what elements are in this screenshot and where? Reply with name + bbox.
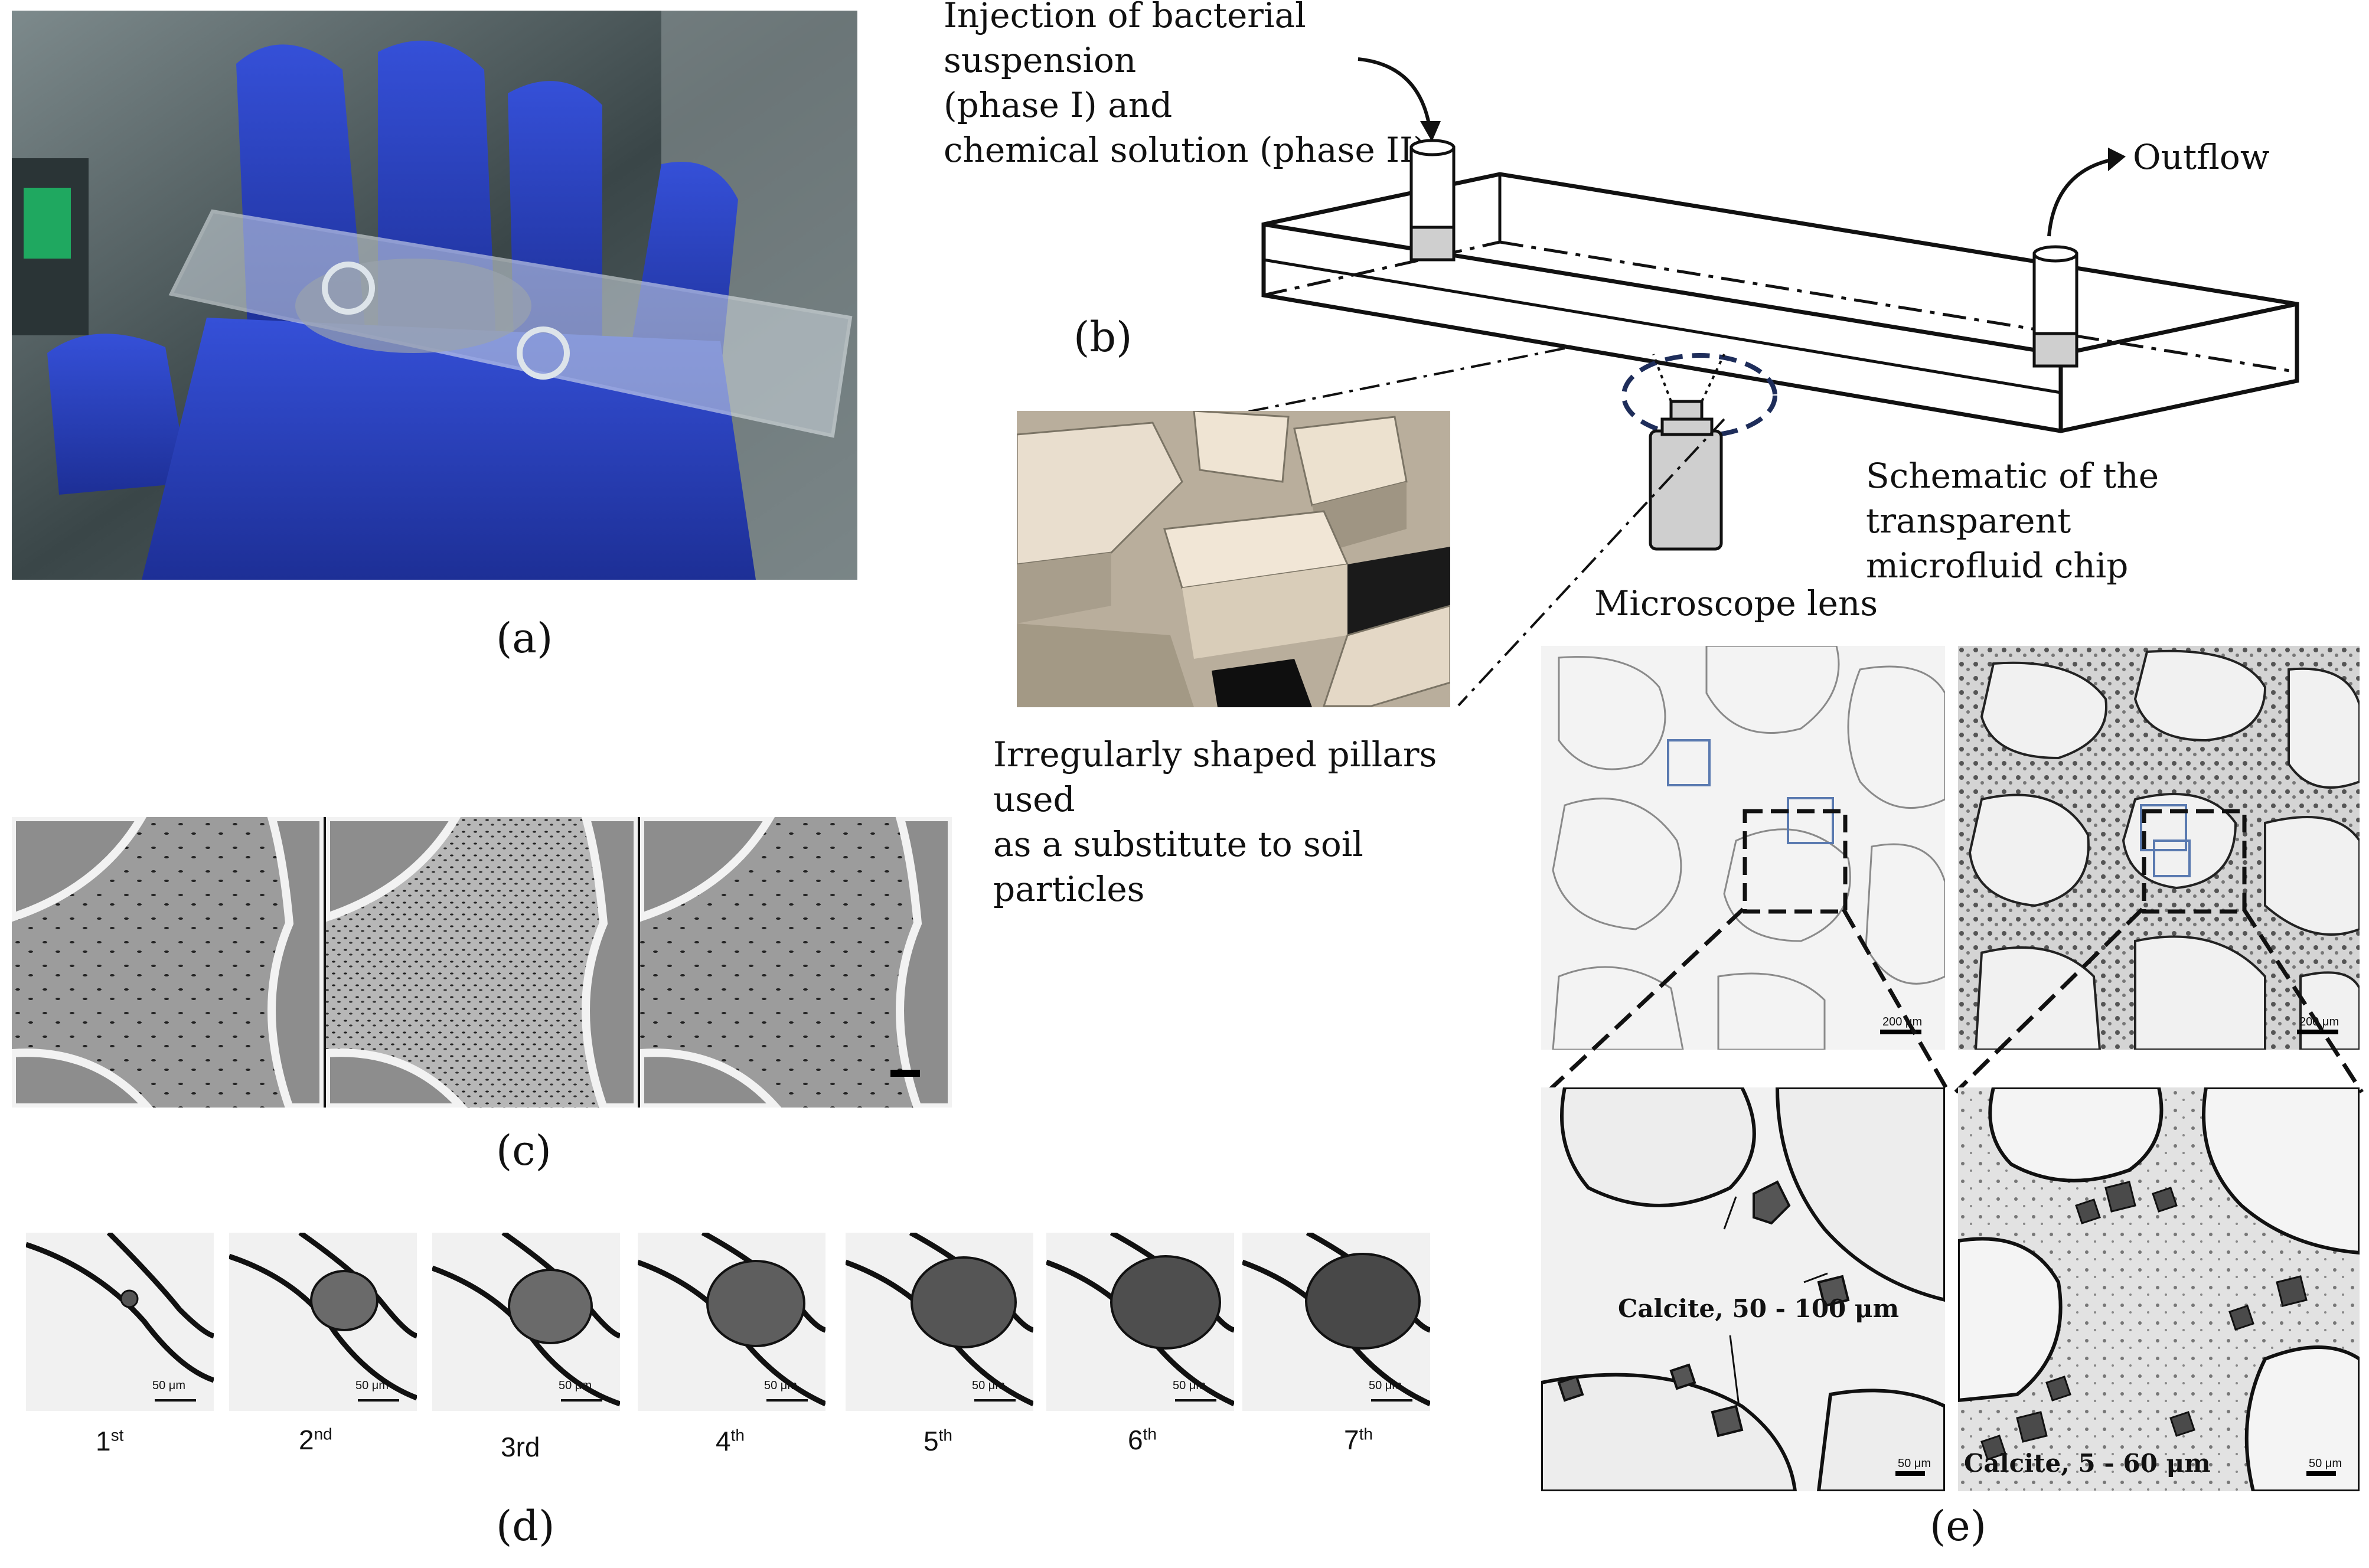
caption-a: (a) — [496, 614, 553, 662]
frame-label-4-base: 4 — [716, 1426, 731, 1456]
frame-scale-label: 50 μm — [1173, 1379, 1206, 1392]
frame-label-3: 3rd — [501, 1431, 540, 1463]
micrograph-frame-1 — [12, 817, 328, 1108]
frame-label-1: 1st — [96, 1425, 123, 1457]
pillars-label-line-1: Irregularly shaped pillars used — [993, 734, 1437, 819]
frame-label-7: 7th — [1344, 1424, 1373, 1456]
frame-label-7-base: 7 — [1344, 1425, 1359, 1455]
frame-label-4: 4th — [716, 1425, 745, 1457]
calcite-label-right: Calcite, 5 - 60 μm — [1964, 1449, 2211, 1478]
timelapse-frame-5: 50 μm — [846, 1233, 1033, 1411]
pillars-render — [1017, 411, 1450, 707]
scale-label-e-bottom-left: 50 μm — [1898, 1457, 1931, 1470]
frame-label-5-sup: th — [938, 1426, 952, 1445]
calcite-label-left: Calcite, 50 - 100 μm — [1618, 1294, 1900, 1323]
timelapse-frame-7: 50 μm — [1242, 1233, 1430, 1411]
frame-scale-label: 50 μm — [764, 1379, 797, 1392]
calcite-micrograph-top-left: 200 μm — [1541, 646, 1945, 1050]
frame-label-2-base: 2 — [299, 1425, 314, 1455]
frame-scale-label: 50 μm — [1369, 1379, 1402, 1392]
frame-scale-label: 50 μm — [355, 1379, 389, 1392]
injection-label: Injection of bacterial suspension (phase… — [944, 0, 1475, 172]
chip-label: Schematic of the transparent microfluid … — [1866, 453, 2362, 588]
zoom-leaders — [1545, 907, 2364, 1094]
frame-label-6-sup: th — [1143, 1425, 1157, 1443]
micrograph-frame-2 — [322, 817, 642, 1108]
injection-label-line-1: Injection of bacterial suspension — [944, 0, 1306, 80]
timelapse-frame-6: 50 μm — [1046, 1233, 1234, 1411]
frame-label-2-sup: nd — [314, 1425, 332, 1443]
frame-label-1-sup: st — [110, 1426, 124, 1445]
caption-c: (c) — [496, 1126, 552, 1175]
frame-label-5-base: 5 — [924, 1426, 939, 1456]
frame-scale-label: 50 μm — [559, 1379, 592, 1392]
frame-label-4-sup: th — [730, 1426, 745, 1445]
timelapse-frame-4: 50 μm — [638, 1233, 825, 1411]
outflow-label: Outflow — [2133, 137, 2270, 177]
frame-label-6: 6th — [1128, 1424, 1157, 1456]
caption-b: (b) — [1073, 313, 1133, 361]
frame-label-7-sup: th — [1359, 1425, 1373, 1443]
timelapse-frame-2: 50 μm — [229, 1233, 417, 1411]
timelapse-strip: 50 μm 50 μm 50 μm 50 μm — [26, 1233, 1431, 1422]
lens-label: Microscope lens — [1594, 583, 1878, 623]
scale-label-e-bottom-right: 50 μm — [2309, 1457, 2342, 1470]
scale-bar-c — [890, 1070, 920, 1077]
frame-scale-label: 50 μm — [972, 1379, 1005, 1392]
timelapse-frame-3: 50 μm — [432, 1233, 620, 1411]
injection-label-line-3: chemical solution (phase II) — [944, 130, 1427, 170]
pillars-label-line-2: as a substitute to soil particles — [993, 824, 1363, 909]
chip-label-line-1: Schematic of the transparent — [1866, 456, 2159, 541]
scale-label-e-top-right: 200 μm — [2299, 1015, 2339, 1028]
caption-e: (e) — [1930, 1502, 1987, 1550]
chip-label-line-2: microfluid chip — [1866, 545, 2129, 586]
frame-label-5: 5th — [924, 1425, 952, 1457]
frame-label-2: 2nd — [299, 1424, 332, 1456]
calcite-zoom-bottom-right: Calcite, 5 - 60 μm 50 μm — [1958, 1087, 2360, 1491]
micrograph-frame-3 — [636, 817, 952, 1108]
frame-label-6-base: 6 — [1128, 1425, 1143, 1455]
caption-d: (d) — [496, 1502, 555, 1550]
bacteria-micrograph-strip — [12, 817, 952, 1108]
pillars-label: Irregularly shaped pillars used as a sub… — [993, 732, 1525, 912]
frame-label-3-base: 3rd — [501, 1432, 540, 1462]
calcite-zoom-bottom-left: Calcite, 50 - 100 μm 50 μm — [1541, 1087, 1945, 1491]
chip-schematic — [1239, 57, 2299, 707]
photo-microfluidic-chip — [12, 11, 857, 580]
timelapse-frame-1: 50 μm — [26, 1233, 214, 1411]
frame-scale-label: 50 μm — [152, 1379, 185, 1392]
calcite-micrograph-top-right: 200 μm — [1958, 646, 2360, 1050]
injection-label-line-2: (phase I) and — [944, 85, 1173, 125]
frame-label-1-base: 1 — [96, 1426, 111, 1456]
